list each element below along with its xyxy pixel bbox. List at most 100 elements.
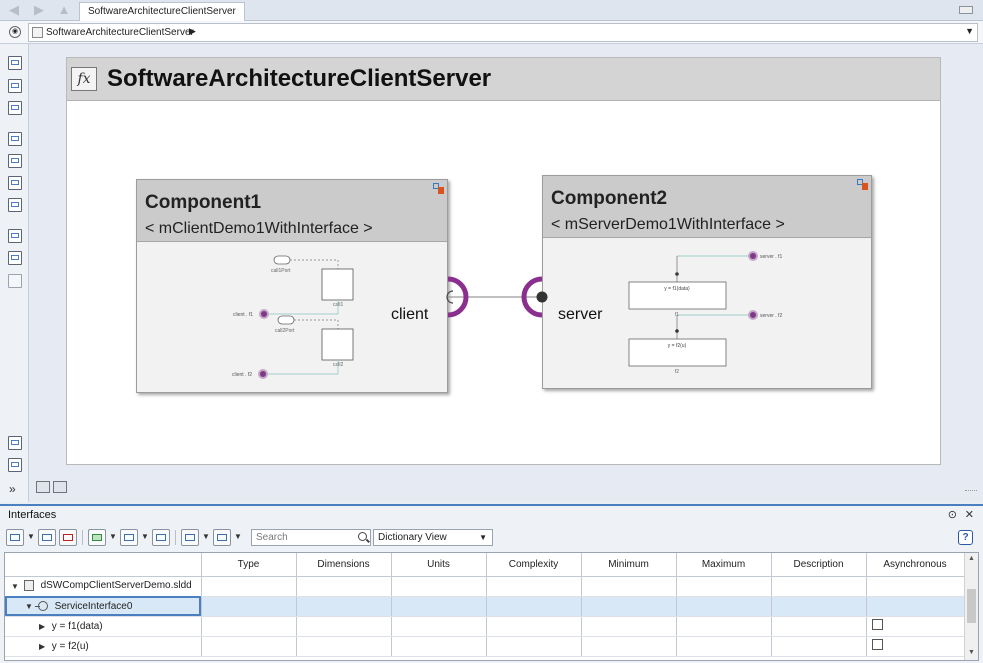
up-arrow-icon[interactable]: ▲: [57, 2, 71, 17]
column-header[interactable]: Dimensions: [296, 553, 392, 577]
component1-name: Component1: [145, 192, 262, 213]
row-name-cell[interactable]: ▶ y = f1(data): [5, 616, 202, 637]
hierarchy-icon[interactable]: [8, 458, 22, 472]
column-header[interactable]: Maximum: [676, 553, 772, 577]
help-button[interactable]: ?: [958, 530, 973, 545]
panel-menu-icon[interactable]: ⊙: [947, 509, 957, 521]
breadcrumb-arrow-icon[interactable]: ▶: [189, 26, 196, 36]
model-browser-icon[interactable]: ◉: [9, 26, 21, 38]
column-header[interactable]: Type: [201, 553, 297, 577]
close-icon[interactable]: ✕: [964, 509, 974, 521]
dictionary-icon: [23, 580, 34, 592]
link-dropdown-icon[interactable]: ▼: [202, 532, 210, 541]
add-element-icon[interactable]: [38, 529, 56, 546]
open-dictionary-icon[interactable]: [152, 529, 170, 546]
component1-internals: call1Port call1 client . f1 call2Port ca…: [232, 255, 354, 379]
call1-port-label: call1Port: [271, 268, 291, 274]
f1-function-shape: [628, 281, 727, 310]
row-name-cell[interactable]: ▼ ServiceInterface0: [5, 596, 202, 617]
text-annotation-icon[interactable]: [8, 229, 22, 243]
expand-palette-icon[interactable]: »: [9, 482, 16, 496]
save-dropdown-icon[interactable]: ▼: [141, 532, 149, 541]
row-label: y = f1(data): [51, 620, 103, 632]
component-icon[interactable]: [8, 132, 22, 146]
canvas[interactable]: fx SoftwareArchitectureClientServer Comp…: [29, 44, 983, 502]
expand-icon[interactable]: ▶: [39, 641, 46, 651]
breadcrumb-dropdown-icon[interactable]: ▼: [965, 26, 974, 36]
keyboard-icon[interactable]: [959, 6, 973, 14]
view-selector-value: Dictionary View: [378, 532, 447, 543]
row-label: ServiceInterface0: [54, 600, 133, 612]
collapse-icon[interactable]: ▼: [11, 581, 19, 591]
component2-block[interactable]: Component2 < mServerDemo1WithInterface >…: [542, 175, 872, 389]
call2-block-shape: [321, 328, 354, 361]
breadcrumb[interactable]: SoftwareArchitectureClientServer ▶ ▼: [28, 23, 978, 42]
table-row[interactable]: ▼ dSWCompClientServerDemo.sldd: [5, 576, 965, 597]
column-header[interactable]: Description: [771, 553, 867, 577]
import-icon[interactable]: [88, 529, 106, 546]
column-header[interactable]: Minimum: [581, 553, 677, 577]
scroll-down-icon[interactable]: ▼: [968, 649, 975, 656]
component1-reference: < mClientDemo1WithInterface >: [145, 220, 373, 237]
adapter-icon[interactable]: [8, 198, 22, 212]
row-name-cell[interactable]: ▶ y = f2(u): [5, 636, 202, 657]
table-scrollbar[interactable]: ▲ ▼: [964, 553, 978, 660]
server-port-ring[interactable]: [521, 276, 543, 318]
client-f1-label: client . f1: [233, 312, 253, 318]
component1-block[interactable]: Component1 < mClientDemo1WithInterface >…: [136, 179, 448, 393]
image-annotation-icon[interactable]: [8, 251, 22, 265]
link-dictionary-icon[interactable]: [181, 529, 199, 546]
show-dropdown-icon[interactable]: ▼: [234, 532, 242, 541]
forward-arrow-icon[interactable]: ▶: [34, 2, 44, 17]
client-f2-label: client . f2: [232, 372, 252, 378]
row-label: dSWCompClientServerDemo.sldd: [40, 580, 192, 592]
row-name-cell[interactable]: ▼ dSWCompClientServerDemo.sldd: [5, 576, 202, 597]
back-arrow-icon[interactable]: ◀: [9, 2, 19, 17]
server-port-ball: [536, 291, 548, 303]
interface-icon: [34, 600, 48, 611]
address-bar: ◉ SoftwareArchitectureClientServer ▶ ▼: [0, 21, 983, 44]
table-row[interactable]: ▶ y = f2(u): [5, 636, 965, 657]
table-row[interactable]: ▼ ServiceInterface0: [5, 596, 965, 617]
scroll-thumb[interactable]: [967, 589, 976, 623]
column-header[interactable]: Units: [391, 553, 487, 577]
expand-icon[interactable]: ▶: [39, 621, 46, 631]
add-interface-icon[interactable]: [6, 529, 24, 546]
panel-title: Interfaces: [8, 509, 57, 521]
column-header[interactable]: [5, 553, 202, 577]
column-header[interactable]: Asynchronous: [866, 553, 965, 577]
delete-icon[interactable]: [59, 529, 77, 546]
tab-architecture[interactable]: SoftwareArchitectureClientServer: [79, 2, 245, 22]
call1-block-shape: [321, 268, 354, 301]
model-icon: [32, 27, 43, 38]
asynchronous-checkbox[interactable]: [871, 619, 883, 630]
client-port-ring[interactable]: [447, 276, 469, 318]
column-header[interactable]: Complexity: [486, 553, 582, 577]
palette: »: [0, 44, 29, 502]
server-f2-label: server . f2: [760, 313, 782, 319]
reference-component-icon[interactable]: [8, 154, 22, 168]
search-icon[interactable]: [358, 532, 367, 541]
show-icon[interactable]: [213, 529, 231, 546]
area-icon[interactable]: [8, 274, 22, 288]
view-selector[interactable]: Dictionary View ▼: [373, 529, 493, 546]
zoom-icon[interactable]: [8, 56, 22, 70]
save-dictionary-icon[interactable]: [120, 529, 138, 546]
component1-header: Component1 < mClientDemo1WithInterface >: [137, 180, 447, 242]
annotation-icon[interactable]: [8, 101, 22, 115]
camera-icon[interactable]: [8, 436, 22, 450]
asynchronous-checkbox[interactable]: [871, 639, 883, 650]
tab-strip: ◀ ▶ ▲ SoftwareArchitectureClientServer: [0, 0, 983, 22]
data-store-icon[interactable]: [36, 481, 50, 493]
collapse-icon[interactable]: ▼: [25, 601, 33, 611]
model-hierarchy-icon[interactable]: [53, 481, 67, 493]
scroll-up-icon[interactable]: ▲: [968, 555, 975, 562]
add-interface-dropdown-icon[interactable]: ▼: [27, 532, 35, 541]
search-input[interactable]: Search: [251, 529, 371, 546]
function-icon[interactable]: [8, 176, 22, 190]
table-row[interactable]: ▶ y = f1(data): [5, 616, 965, 637]
import-dropdown-icon[interactable]: ▼: [109, 532, 117, 541]
resize-grip-icon[interactable]: [965, 490, 977, 498]
reference-badge-icon: [857, 179, 869, 190]
fit-to-view-icon[interactable]: [8, 79, 22, 93]
